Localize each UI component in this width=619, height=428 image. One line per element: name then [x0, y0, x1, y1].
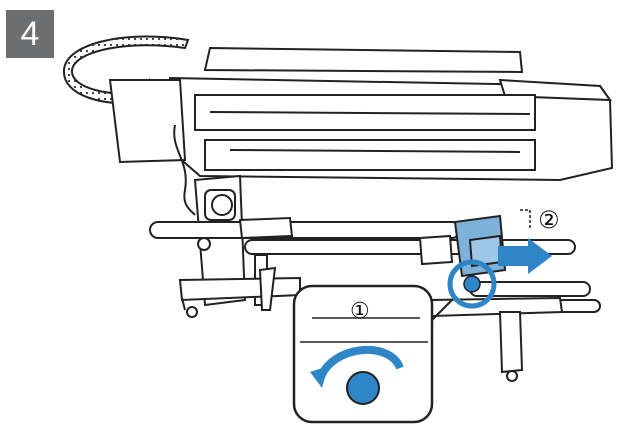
roll-holder-blue: [453, 214, 507, 278]
detail-inset: [292, 284, 434, 424]
power-cable: [173, 124, 196, 216]
printer-body: [108, 46, 614, 182]
step-number-badge: 4: [6, 10, 54, 58]
callout-one-label: ①: [350, 299, 370, 324]
move-right-arrow: [498, 238, 552, 274]
knob-small: [463, 275, 481, 293]
detail-highlight-circle: [447, 259, 497, 309]
zoom-leader-line: [431, 299, 453, 321]
callout-two-label: ②: [538, 206, 560, 234]
callout-two-bracket: [520, 209, 531, 230]
